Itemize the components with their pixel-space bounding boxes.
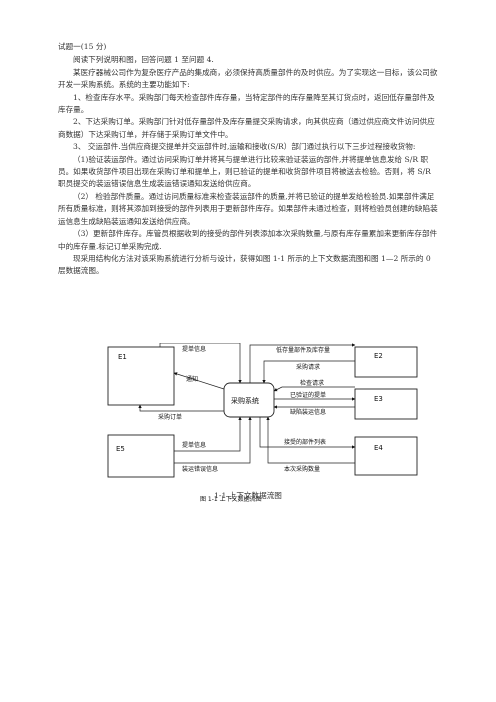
function-item-1: 1、检查库存水平。采购部门每天检查部件库存量，当特定部件的库存量降至其订货点时，… — [58, 92, 435, 115]
process-purchase-system: 采购系统 — [223, 382, 275, 418]
entity-e5: E5 — [107, 434, 175, 478]
flow-purchase-qty — [266, 416, 355, 464]
sub-step-1: （1)验证装运部件。通过访问采购订单并将其与提单进行比较来验证装运的部件,并将提… — [58, 154, 431, 189]
label-purchase-request: 采购请求 — [296, 363, 320, 371]
entity-e4: E4 — [354, 436, 418, 476]
label-purchase-order: 采购订单 — [158, 413, 182, 421]
flow-low-stock — [249, 343, 356, 383]
label-verified-bill: 已验证的提单 — [290, 391, 326, 399]
entity-e5-label: E5 — [116, 445, 125, 453]
intro-paragraph: 某医疗器械公司作为复杂医疗产品的集成商，必须保持高质量部件的及时供应。为了实现这… — [58, 67, 438, 90]
figure-caption: 1-1 上下文数据流图 — [214, 491, 282, 500]
flow-purchase-request — [262, 360, 355, 384]
entity-e1-label: E1 — [118, 353, 127, 361]
label-check-request: 检查请求 — [300, 379, 324, 387]
question-title: 试题一(15 分) — [58, 42, 107, 51]
entity-e3-label: E3 — [374, 395, 383, 403]
label-bill-info-e1: 提单信息 — [182, 345, 206, 353]
sub-step-3: （3）更新部件库存。库管员根据收到的接受的部件列表添加本次采购数量,与原有库存量… — [58, 229, 438, 251]
label-defect-info: 缺陷装运信息 — [290, 408, 326, 416]
flow-notice — [173, 372, 225, 390]
flow-check-request — [273, 386, 355, 392]
function-item-2: 2、下达采购订单。采购部门针对低存量部件及库存量提交采购请求，向其供应商（通过供… — [58, 117, 435, 139]
flow-bill-info-e5 — [174, 416, 242, 452]
function-item-3: 3、 交运部件.当供应商提交提单并交运部件时,运输和接收(S/R）部门通过执行以… — [73, 142, 416, 152]
entity-e4-label: E4 — [374, 444, 383, 452]
context-dfd-diagram: E1 E2 E3 E4 E5 采购系统 — [100, 343, 424, 506]
flow-purchase-order — [138, 404, 224, 412]
entity-e3: E3 — [354, 388, 418, 420]
diagram-caption: 图 1-1 上下文数据流图 — [200, 495, 262, 503]
closing-paragraph: 现采用结构化方法对该采购系统进行分析与设计，获得如图 1-1 所示的上下文数据流… — [58, 253, 431, 276]
label-low-stock: 低存量部件及库存量 — [276, 346, 330, 354]
entity-e1: E1 — [107, 346, 175, 406]
flow-accepted-parts — [259, 417, 356, 449]
process-label: 采购系统 — [231, 396, 259, 405]
sub-step-2: （2） 检验部件质量。通过访问质量标准来检查装运部件的质量,并将已验证的提单发给… — [58, 191, 438, 226]
label-bill-info-e5: 提单信息 — [182, 441, 206, 449]
instruction: 阅读下列说明和图，回答问题 1 至问题 4. — [73, 55, 214, 65]
entity-e2-label: E2 — [374, 352, 383, 360]
label-shipping-error: 装运错误信息 — [182, 465, 218, 473]
question-text: 试题一(15 分) 阅读下列说明和图，回答问题 1 至问题 4. 某医疗器械公司… — [58, 41, 438, 278]
label-notice: 通知 — [186, 375, 198, 383]
entity-e2: E2 — [354, 346, 418, 378]
label-purchase-qty: 本次采购数量 — [284, 465, 320, 473]
label-accepted-parts: 接受的部件列表 — [284, 438, 326, 446]
flow-shipping-error — [174, 416, 252, 464]
flow-bill-info-e1 — [159, 343, 242, 384]
